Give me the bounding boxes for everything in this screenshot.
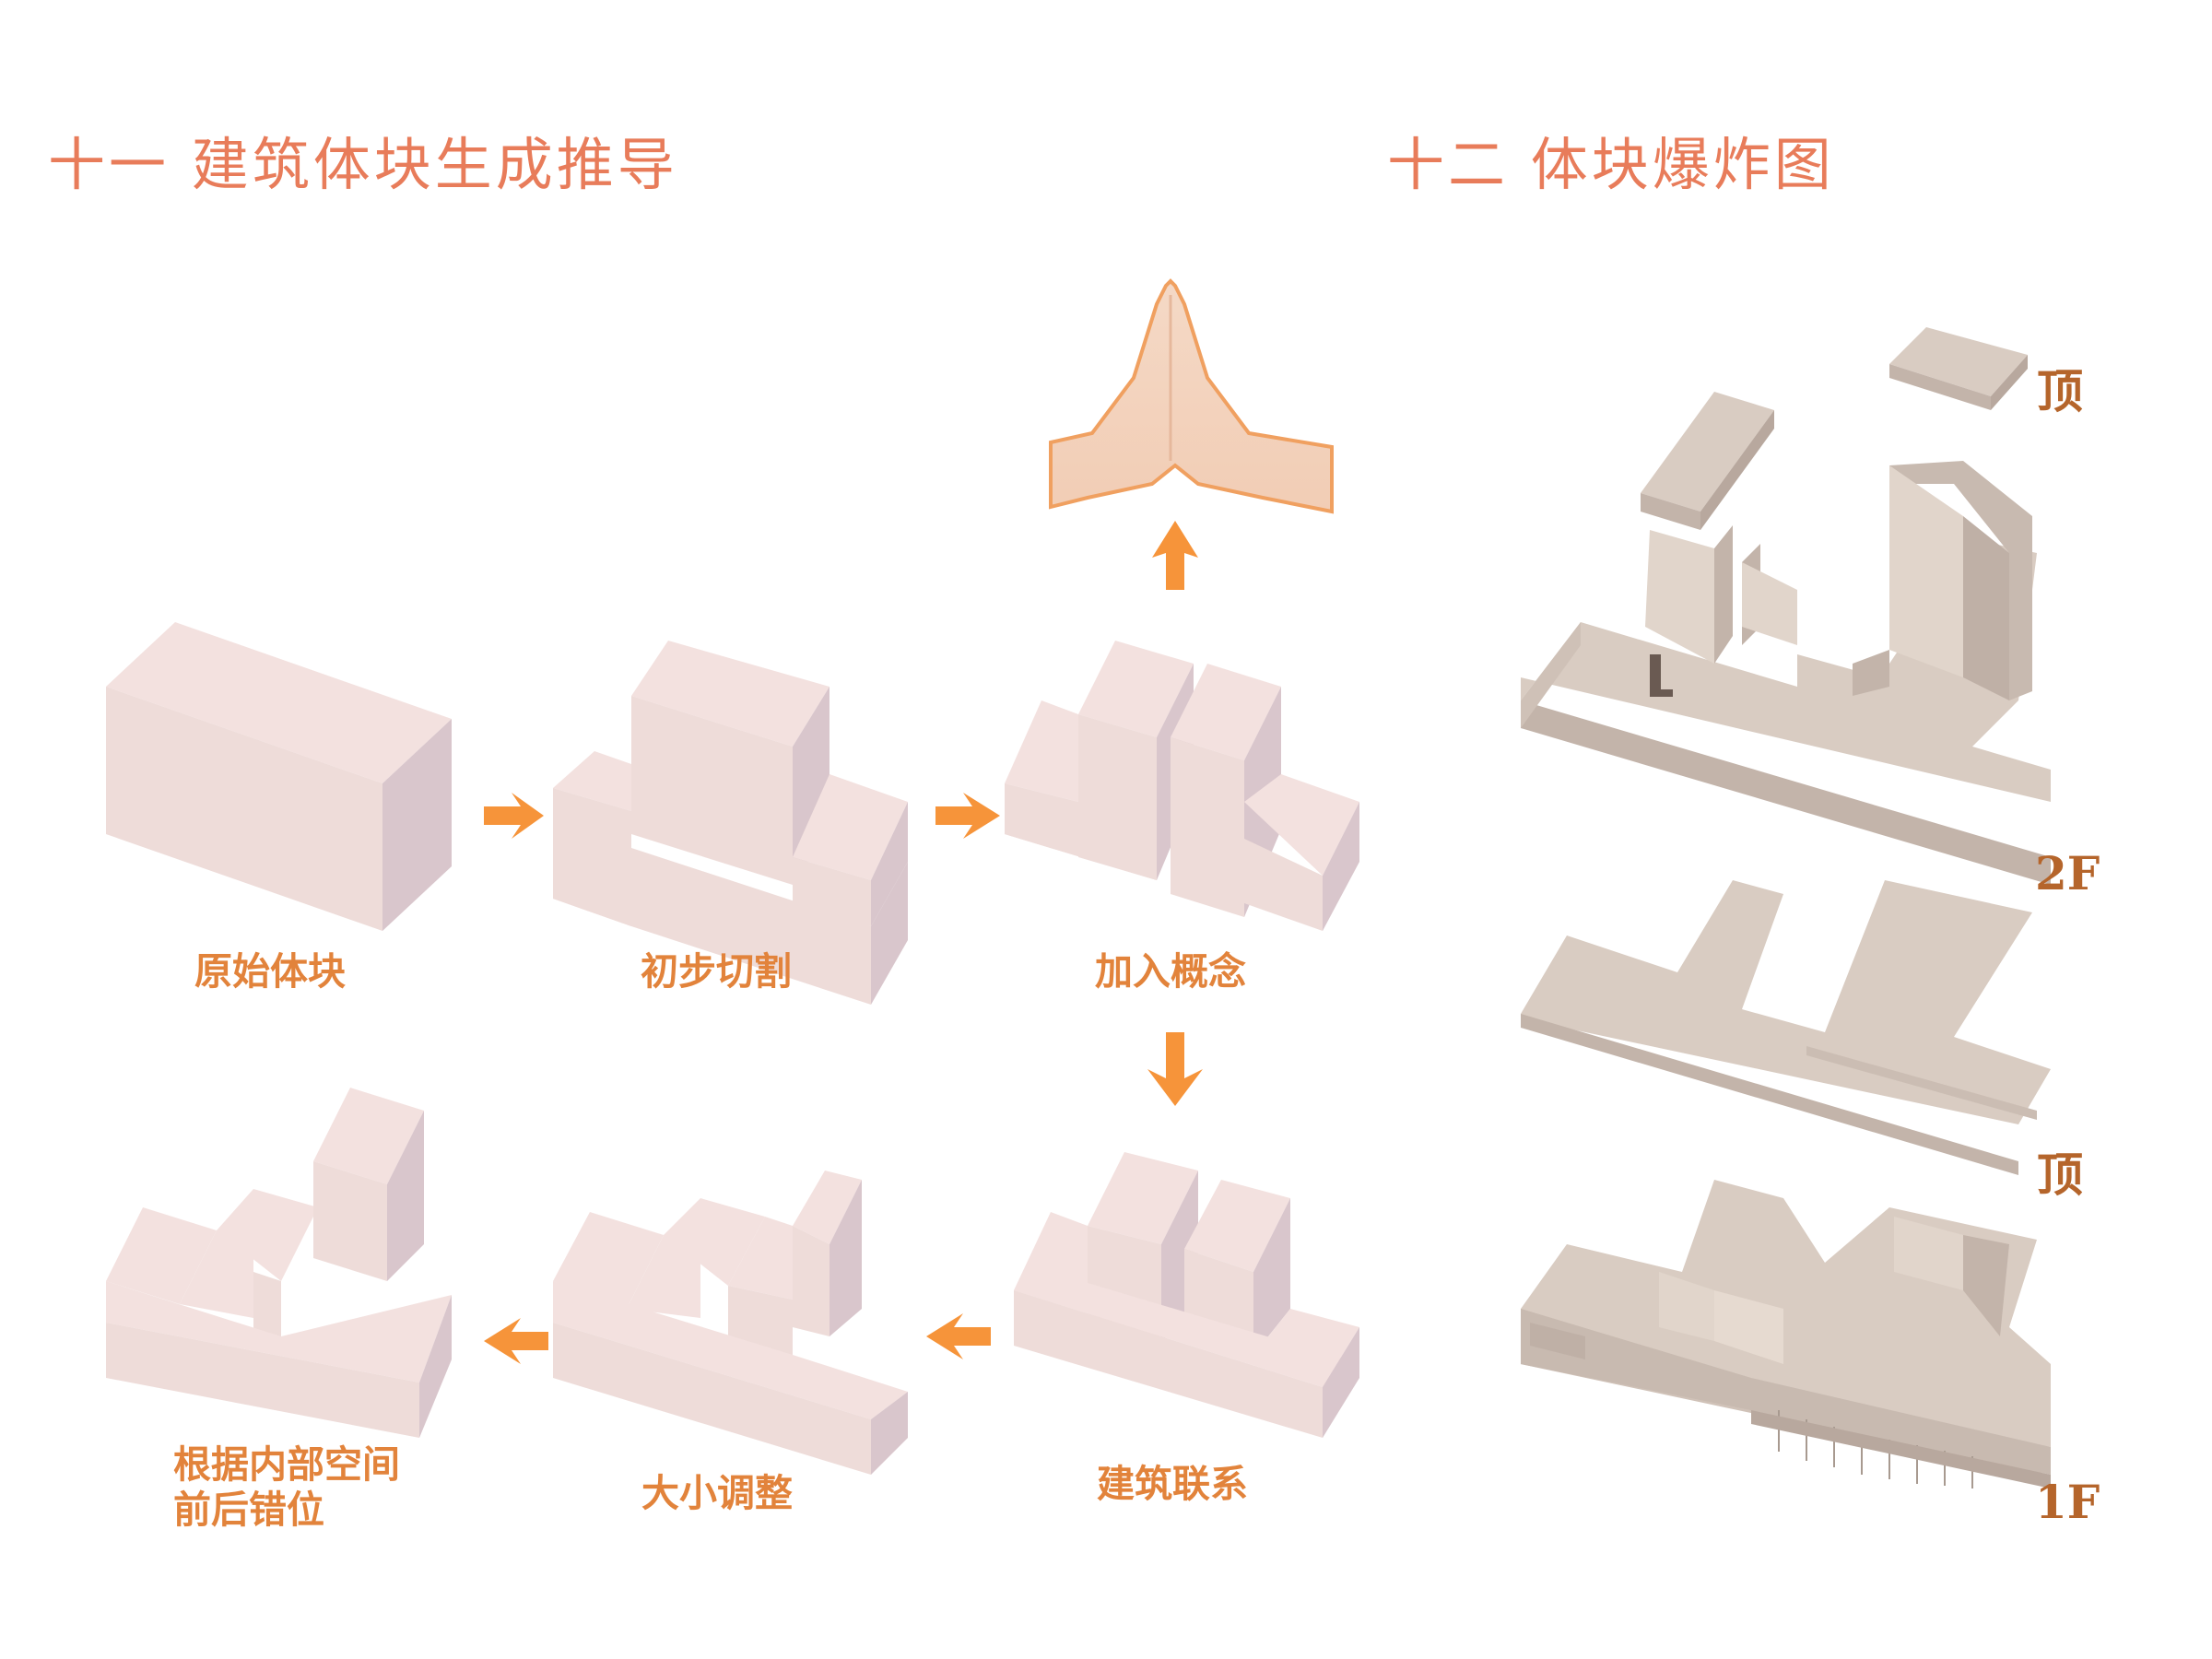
arrow-left-1: [926, 1313, 991, 1359]
mass-concept: [1005, 641, 1359, 931]
arrow-up: [1152, 521, 1198, 590]
derivation-section-title: 十一 建筑体块生成推导: [48, 131, 678, 198]
label-connect: 建筑联系: [1097, 1462, 1248, 1506]
roof-slab-left: [1641, 392, 1774, 530]
first-floor-volume: [1521, 1180, 2051, 1488]
mass-shift: [106, 1088, 452, 1438]
praying-hands-image: [1049, 278, 1334, 514]
arrow-right-1: [484, 793, 544, 839]
mass-cut: [553, 641, 908, 1005]
mid-roof-slab: [1521, 880, 2051, 1175]
arrow-right-2: [935, 793, 1000, 839]
floor-label-roof-mid: 顶: [2037, 1147, 2083, 1202]
label-original: 原始体块: [194, 949, 346, 994]
label-shift-line1: 根据内部空间: [173, 1442, 400, 1487]
arrow-left-2: [484, 1318, 548, 1364]
mass-connect: [1014, 1152, 1359, 1438]
second-floor-volume: [1521, 461, 2051, 885]
label-concept: 加入概念: [1095, 949, 1246, 994]
label-resize: 大小调整: [641, 1471, 793, 1515]
exploded-section-title: 十二 体块爆炸图: [1387, 131, 1835, 198]
mass-original: [106, 622, 452, 931]
arrow-down: [1147, 1032, 1203, 1106]
label-cut: 初步切割: [641, 949, 792, 994]
mass-resize: [553, 1171, 908, 1475]
label-shift-line2: 前后错位: [173, 1488, 324, 1533]
roof-slab-small: [1889, 327, 2028, 410]
label-shift: 根据内部空间 前后错位: [173, 1442, 400, 1533]
floor-label-roof-top: 顶: [2037, 364, 2083, 418]
floor-label-1f: 1F: [2035, 1475, 2100, 1529]
floor-label-2f: 2F: [2035, 846, 2100, 900]
